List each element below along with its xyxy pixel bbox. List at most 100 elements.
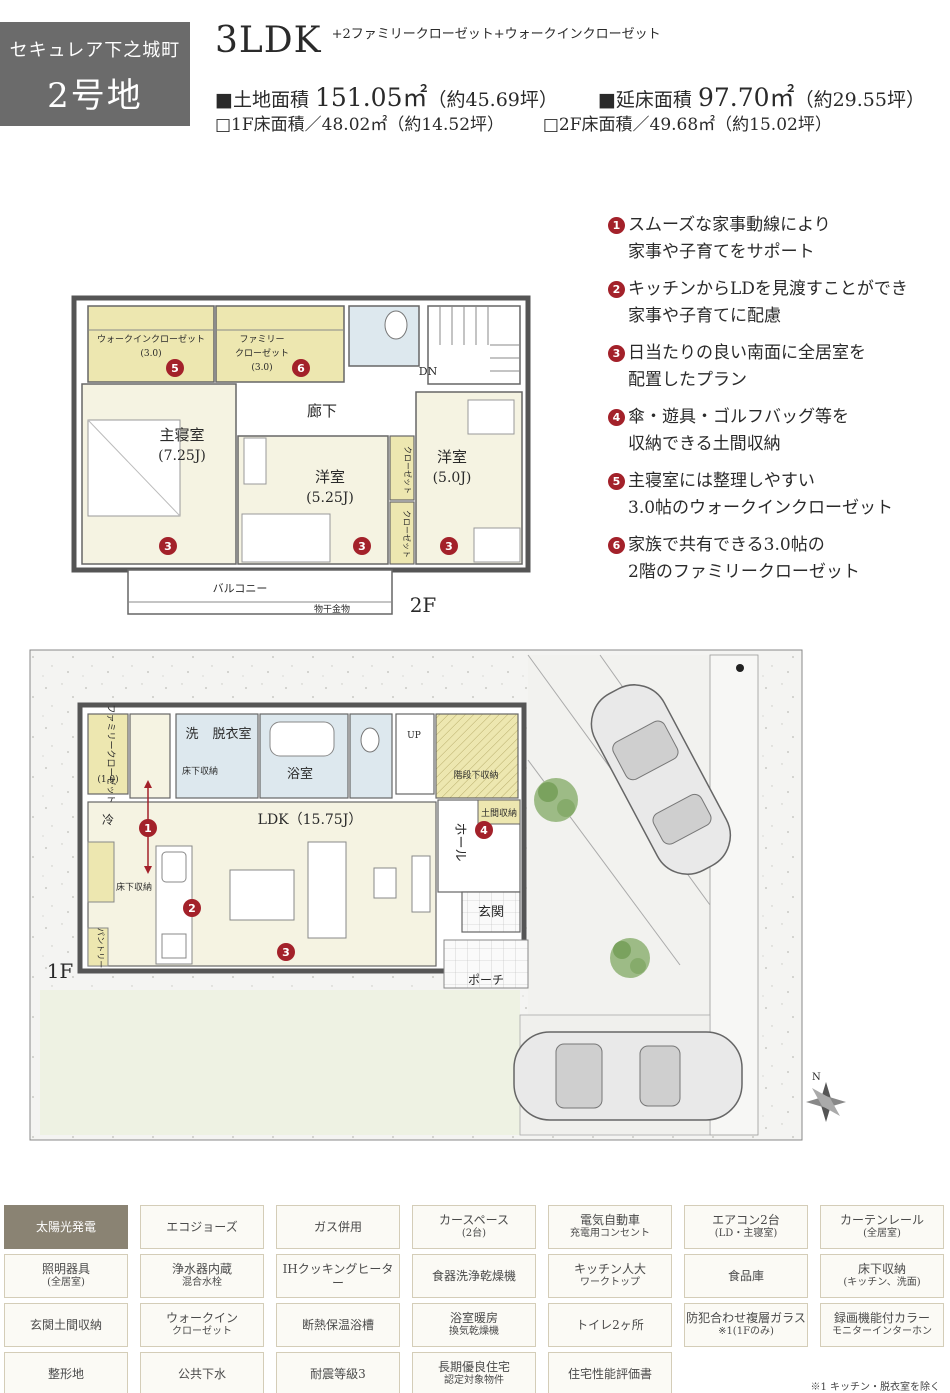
equipment-item: 浄水器内蔵混合水栓 (140, 1254, 264, 1298)
equipment-item: 玄関土間収納 (4, 1303, 128, 1347)
equipment-label: カースペース (439, 1213, 509, 1227)
equipment-label: 食品庫 (727, 1269, 764, 1283)
svg-text:6: 6 (297, 362, 305, 375)
equipment-item: トイレ2ヶ所 (548, 1303, 672, 1347)
equipment-label: IHクッキングヒーター (282, 1262, 394, 1290)
feature-text: スムーズな家事動線により (628, 215, 831, 235)
land-tsubo: （約45.69坪） (427, 89, 558, 111)
svg-text:3: 3 (164, 540, 172, 553)
label-closet-a: クローゼット (403, 446, 413, 494)
equipment-label: 断熱保温浴槽 (301, 1318, 374, 1332)
feature-number-badge: 6 (608, 537, 625, 554)
feature-text: 2階のファミリークローゼット (628, 562, 860, 582)
feature-text: 配置したプラン (628, 370, 747, 390)
equipment-item: 録画機能付カラーモニターインターホン (820, 1303, 944, 1347)
footnote: ※1 キッチン・脱衣室を除く (810, 1382, 940, 1393)
equipment-label: 録画機能付カラー (833, 1311, 930, 1325)
equipment-item: 住宅性能評価書 (548, 1352, 672, 1393)
marker-2: 2 (183, 899, 201, 917)
label-doma-storage: 土間収納 (481, 807, 517, 819)
feature-text: 家事や子育てに配慮 (628, 306, 781, 326)
equipment-item: 電気自動車充電用コンセント (548, 1205, 672, 1249)
equipment-sublabel: 充電用コンセント (570, 1228, 650, 1239)
equipment-item: エコジョーズ (140, 1205, 264, 1249)
equipment-sublabel: クローゼット (172, 1326, 232, 1337)
plan-header: 3LDK+2ファミリークローゼット+ウォークインクローゼット ■土地面積 151… (215, 20, 935, 135)
svg-text:3: 3 (445, 540, 453, 553)
svg-text:5: 5 (171, 362, 179, 375)
label-pantry: パントリー (96, 928, 105, 968)
equipment-sublabel: (全居室) (863, 1228, 901, 1239)
feature-text: 家事や子育てをサポート (628, 242, 815, 262)
area-row: ■土地面積 151.05㎡（約45.69坪） ■延床面積 97.70㎡（約29.… (215, 78, 925, 114)
lot-badge: セキュレア下之城町 2号地 (0, 22, 190, 126)
equipment-sublabel: (キッチン、洗面) (843, 1277, 921, 1288)
equipment-sublabel: (2台) (461, 1228, 487, 1239)
equipment-label: トイレ2ヶ所 (576, 1318, 644, 1332)
label-hall: ホール (452, 822, 467, 861)
equipment-label: 食器洗浄乾燥機 (431, 1269, 516, 1283)
equipment-label: ウォークイン (165, 1311, 238, 1325)
label-wash: 洗 (185, 727, 198, 742)
label-dressing: 脱衣室 (212, 726, 251, 742)
equipment-label: ガス併用 (313, 1220, 362, 1234)
land-label: ■土地面積 (215, 89, 309, 111)
equipment-item: キッチン人大ワークトップ (548, 1254, 672, 1298)
label-drying: 物干金物 (314, 603, 350, 615)
marker-3: 3 (440, 537, 458, 555)
marker-1: 1 (139, 819, 157, 837)
equipment-item: ガス併用 (276, 1205, 400, 1249)
feature-text: 主寝室には整理しやすい (628, 471, 815, 491)
label-master: 主寝室 (159, 426, 204, 444)
equipment-sublabel: モニターインターホン (832, 1326, 932, 1337)
label-up: UP (407, 731, 421, 741)
land-value: 151.05㎡ (315, 83, 428, 112)
feature-text: 3.0帖のウォークインクローゼット (628, 498, 894, 518)
label-family-closet-size: (1.0) (97, 774, 118, 785)
label-porch: ポーチ (468, 973, 504, 987)
car-icon (513, 1031, 743, 1121)
feature-text: キッチンからLDを見渡すことができ (628, 279, 908, 299)
marker-3: 3 (159, 537, 177, 555)
equipment-label: エコジョーズ (166, 1220, 238, 1234)
equipment-item: 防犯合わせ複層ガラス※1(1Fのみ) (684, 1303, 808, 1347)
label-2f: 2F (410, 593, 437, 617)
town-name: セキュレア下之城町 (9, 40, 181, 61)
equipment-item: 耐震等級3 (276, 1352, 400, 1393)
label-western-1: 洋室 (315, 468, 345, 486)
label-underfloor-1: 床下収納 (182, 765, 218, 777)
equipment-label: 住宅性能評価書 (567, 1367, 652, 1381)
equipment-label: 長期優良住宅 (437, 1360, 510, 1374)
floor-label: ■延床面積 (597, 89, 692, 111)
floor-1-plan: N ファミリークローゼット (1.0) 洗 脱衣室 床下収納 浴室 UP 階段下… (29, 649, 846, 1141)
label-family-closet-2: クローゼット (235, 347, 289, 359)
equipment-item: 食器洗浄乾燥機 (412, 1254, 536, 1298)
equipment-label: 浴室暖房 (449, 1311, 498, 1325)
label-fridge: 冷 (102, 813, 114, 827)
label-master-size: (7.25J) (158, 448, 206, 464)
equipment-label: 床下収納 (857, 1262, 906, 1276)
equipment-label: 電気自動車 (579, 1213, 640, 1227)
marker-3: 3 (277, 943, 295, 961)
label-family-closet-size: (3.0) (251, 362, 272, 373)
equipment-item: 照明器具(全居室) (4, 1254, 128, 1298)
equipment-item: ウォークインクローゼット (140, 1303, 264, 1347)
feature-text: 収納できる土間収納 (628, 434, 781, 454)
equipment-item: IHクッキングヒーター (276, 1254, 400, 1298)
equipment-item: 公共下水 (140, 1352, 264, 1393)
equipment-item: 太陽光発電 (4, 1205, 128, 1249)
label-underfloor-2: 床下収納 (116, 881, 152, 893)
marker-3: 3 (353, 537, 371, 555)
label-western-2-size: (5.0J) (433, 470, 472, 486)
floor-value: 97.70㎡ (697, 83, 795, 112)
feature-text: 傘・遊具・ゴルフバッグ等を (628, 407, 849, 427)
label-wic-size: (3.0) (140, 348, 161, 359)
equipment-item: 断熱保温浴槽 (276, 1303, 400, 1347)
equipment-label: カーテンレール (839, 1213, 924, 1227)
label-western-1-size: (5.25J) (306, 490, 354, 506)
equipment-sublabel: ワークトップ (580, 1277, 640, 1288)
